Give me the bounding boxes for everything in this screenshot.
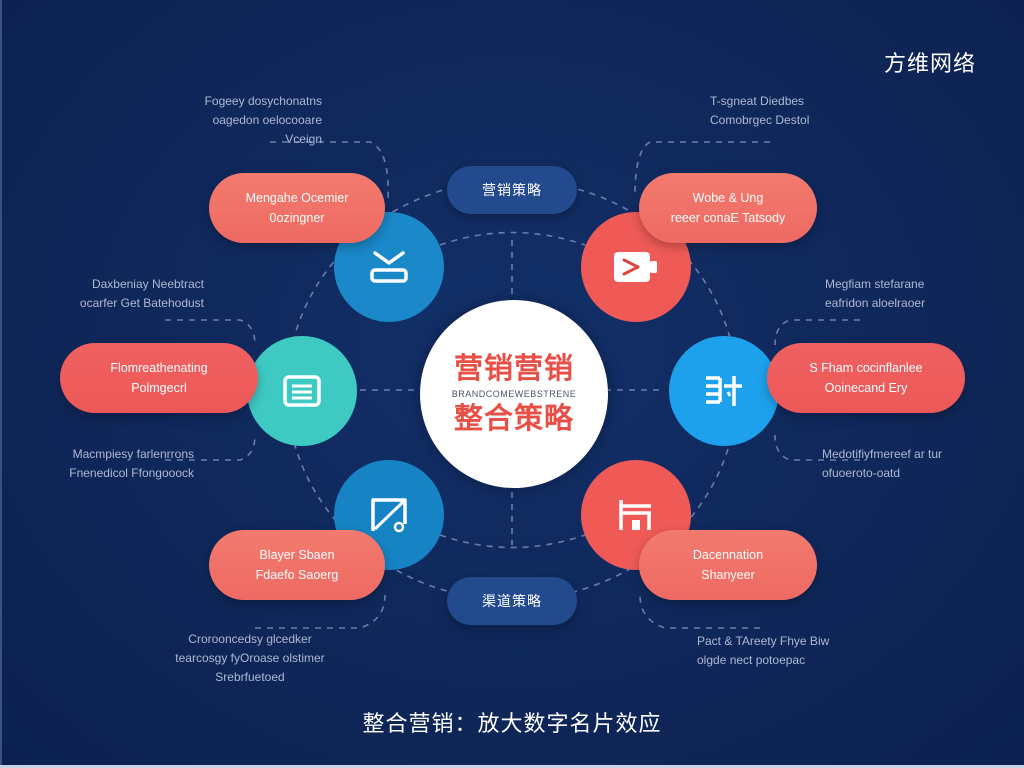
note-line: Macmpiesy farlenrrons bbox=[72, 447, 194, 461]
note-line: tearcosgy fyOroase olstimer bbox=[175, 651, 325, 665]
pill-top-right[interactable]: Wobe & Ung reeer conaE Tatsody bbox=[639, 173, 817, 243]
video-play-icon bbox=[614, 252, 657, 282]
store-front-icon bbox=[619, 500, 651, 530]
center-subtitle: BRANDCOMEWEBSTRENE bbox=[451, 389, 577, 399]
tag-label: 营销策略 bbox=[482, 182, 542, 198]
note-line: Daxbeniay Neebtract bbox=[91, 277, 204, 291]
note-line: Vceign bbox=[285, 132, 322, 146]
pill-bottom-left[interactable]: Blayer Sbaen Fdaefo Saoerg bbox=[209, 530, 385, 600]
note-line: Pact & TAreety Fhye Biw bbox=[697, 634, 830, 648]
chart-bars-icon bbox=[706, 376, 742, 406]
note-line: oagedon oelocooare bbox=[212, 113, 322, 127]
node-right[interactable] bbox=[669, 336, 779, 446]
edit-image-icon bbox=[371, 498, 407, 533]
download-tray-icon bbox=[370, 251, 408, 283]
note-line: Comobrgec Destol bbox=[710, 113, 810, 127]
pill-left[interactable]: Flomreathenating Polmgecrl bbox=[60, 343, 258, 413]
tag-marketing-strategy[interactable]: 营销策略 bbox=[447, 166, 577, 214]
slide-caption: 整合营销：放大数字名片效应 bbox=[362, 711, 662, 736]
document-list-icon bbox=[283, 375, 321, 407]
bottom-border bbox=[0, 765, 1024, 768]
note-line: ocarfer Get Batehodust bbox=[79, 296, 204, 310]
note-line: Megfiam stefarane bbox=[825, 277, 925, 291]
pill-line: S Fham cocinflanlee bbox=[809, 361, 923, 375]
pill-line: Mengahe Ocemier bbox=[245, 191, 349, 205]
pill-line: Wobe & Ung bbox=[692, 191, 764, 205]
note-line: eafridon aloelraoer bbox=[825, 296, 926, 310]
note-right-lower: Medotifiyfmereef ar tur ofuoeroto-oatd bbox=[822, 445, 942, 483]
pill-bottom-right[interactable]: Dacennation Shanyeer bbox=[639, 530, 817, 600]
brand-logo-text: 方维网络 bbox=[883, 51, 976, 76]
pill-line: Shanyeer bbox=[701, 568, 755, 582]
note-left-lower: Macmpiesy farlenrrons Fnenedicol Ffongoo… bbox=[69, 445, 194, 483]
pill-right[interactable]: S Fham cocinflanlee Ooinecand Ery bbox=[767, 343, 965, 413]
pill-line: Flomreathenating bbox=[110, 361, 208, 375]
note-right-upper: Megfiam stefarane eafridon aloelraoer bbox=[825, 275, 925, 313]
note-line: T-sgneat Diedbes bbox=[710, 94, 805, 108]
pill-line: Dacennation bbox=[692, 548, 764, 562]
note-line: Fnenedicol Ffongooock bbox=[69, 466, 194, 480]
note-left-upper: Daxbeniay Neebtract ocarfer Get Batehodu… bbox=[80, 275, 204, 313]
pill-line: reeer conaE Tatsody bbox=[670, 211, 786, 225]
note-line: ofuoeroto-oatd bbox=[822, 466, 901, 480]
node-left[interactable] bbox=[247, 336, 357, 446]
node-top-right[interactable] bbox=[581, 212, 691, 322]
pill-line: Blayer Sbaen bbox=[259, 548, 335, 562]
pill-line: Polmgecrl bbox=[131, 381, 187, 395]
note-line: olgde nect potoepac bbox=[697, 653, 806, 667]
note-line: Fogeey dosychonatns bbox=[204, 94, 322, 108]
note-top-right: T-sgneat Diedbes Comobrgec Destol bbox=[710, 92, 809, 130]
note-line: Srebrfuetoed bbox=[215, 670, 285, 684]
note-top-left: Fogeey dosychonatns oagedon oelocooare V… bbox=[205, 92, 322, 149]
note-line: Crorooncedsy glcedker bbox=[188, 632, 312, 646]
note-bottom-right: Pact & TAreety Fhye Biw olgde nect potoe… bbox=[697, 632, 829, 670]
tag-channel-strategy[interactable]: 渠道策略 bbox=[447, 577, 577, 625]
center-title-line1: 营销营销 bbox=[453, 353, 574, 385]
pill-line: 0ozingner bbox=[269, 211, 325, 225]
pill-line: Ooinecand Ery bbox=[824, 381, 908, 395]
note-line: Medotifiyfmereef ar tur bbox=[822, 447, 943, 461]
center-hub[interactable]: 营销营销 BRANDCOMEWEBSTRENE 整合策略 bbox=[420, 300, 608, 488]
pill-line: Fdaefo Saoerg bbox=[255, 568, 339, 582]
note-bottom-left: Crorooncedsy glcedker tearcosgy fyOroase… bbox=[170, 630, 330, 687]
left-border bbox=[0, 0, 2, 766]
center-title-line2: 整合策略 bbox=[453, 403, 574, 435]
pill-top-left[interactable]: Mengahe Ocemier 0ozingner bbox=[209, 173, 385, 243]
tag-label: 渠道策略 bbox=[482, 593, 542, 609]
